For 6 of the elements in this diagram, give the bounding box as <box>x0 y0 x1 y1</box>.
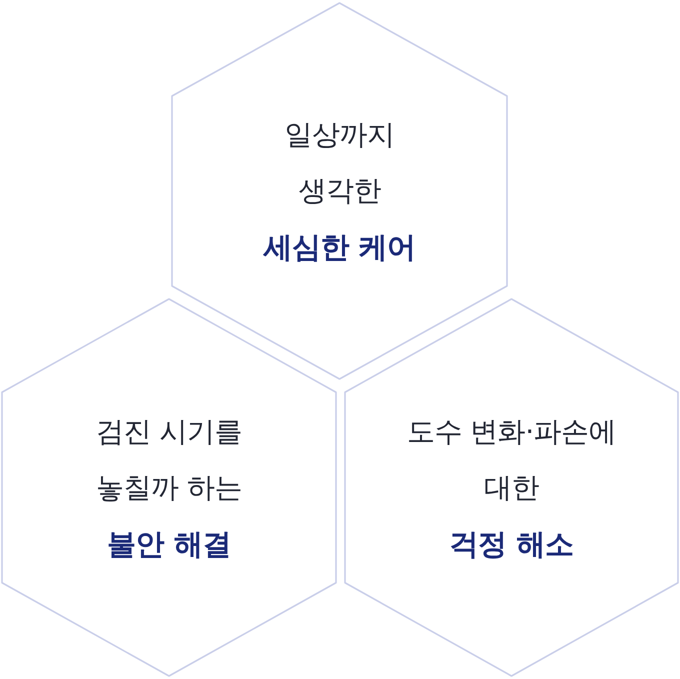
hexagon-heading: 세심한 케어 <box>263 229 416 266</box>
hexagon-text: 검진 시기를 놓칠까 하는 <box>95 414 243 506</box>
hexagon-text: 일상까지 생각한 <box>284 117 396 209</box>
hexagon-text: 도수 변화·파손에 대한 <box>406 414 618 506</box>
hexagon-heading: 걱정 해소 <box>450 526 574 562</box>
hexagon-heading: 불안 해결 <box>107 526 231 562</box>
